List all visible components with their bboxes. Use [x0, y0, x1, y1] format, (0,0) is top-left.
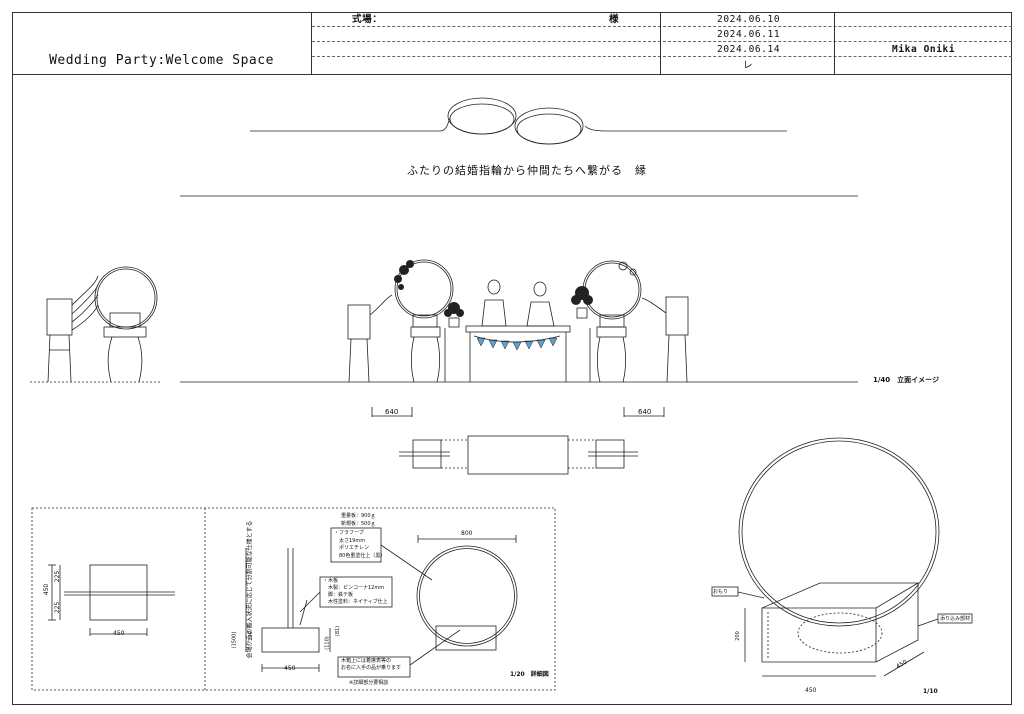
ring-weights: 重量板：900ｇ 新規板：500ｇ [341, 512, 376, 528]
title-row-3 [312, 42, 1012, 57]
base-spec-line: ・木板 [323, 578, 339, 584]
base-spec-line: 木製：ピンコーナ12mm [323, 585, 385, 591]
detail-frame [31, 507, 556, 691]
groom-figure [481, 279, 507, 327]
perspective-label-left: おもり [713, 589, 729, 595]
ring-dimension: 800 [461, 530, 473, 537]
ring-spec-line: ポリエチレン [334, 545, 370, 551]
note-box [337, 656, 411, 678]
perspective-scale-label: 1/10 [923, 688, 938, 695]
ring-spec-line: 80色重塗仕上（黒） [334, 552, 386, 559]
revision-date-3: 2024.06.14 [717, 44, 781, 55]
ring-spec-line: ・フラフープ [334, 530, 364, 536]
revision-date-2: 2024.06.11 [717, 29, 781, 40]
title-row-1 [312, 12, 1012, 27]
perspective-label-right: 添り込み部材 [940, 616, 971, 622]
perspective-ring-stand [738, 437, 940, 677]
welcome-ring-small-elevation [46, 266, 158, 383]
bunting-string [473, 335, 561, 343]
elevation-scale-label: 1/40 立面イメージ [873, 376, 940, 384]
designer-name: Mika Oniki [892, 44, 956, 55]
right-plant-pot [576, 307, 588, 319]
elevation-dimension-left [371, 407, 413, 417]
base-spec-leader [299, 591, 321, 613]
right-potted-plant-icon [571, 286, 593, 305]
wedding-rings-icon [250, 97, 787, 145]
elevation-dimension-right [623, 407, 665, 417]
detail-small-plan [48, 564, 175, 636]
revision-date-1: 2024.06.10 [717, 14, 781, 25]
title-block: Wedding Party:Welcome Space 式場： 様 2024.0… [12, 12, 1012, 75]
project-title: Wedding Party:Welcome Space [12, 12, 312, 75]
detail-dim-height: 450 [43, 583, 51, 596]
detail-note-line: 木箱上には着席表等の [341, 658, 392, 664]
label-box-right [937, 613, 973, 624]
label-box-left [711, 586, 739, 597]
height-dim-total: (1500) [231, 631, 238, 649]
detail-ring-front [416, 535, 518, 651]
bride-figure [526, 281, 555, 327]
perspective-dim-width: 450 [805, 687, 817, 694]
detail-side-elevation [245, 548, 331, 672]
perspective-dim-height: 200 [734, 631, 741, 641]
honorific: 様 [609, 14, 620, 25]
left-plant-pot [448, 317, 460, 328]
base-dimension: 450 [284, 665, 296, 672]
welcome-table-elevation [444, 325, 591, 382]
detail-scale-label: 1/20 詳細図 [510, 671, 549, 678]
left-ring-stand-elevation [347, 259, 454, 383]
base-spec-line: 木性塗料：ネイティブ仕上 [323, 599, 388, 605]
ring-spec-leader [380, 544, 433, 581]
left-flower-decoration [394, 260, 414, 290]
base-spec-line: 脚：鉄テ板 [323, 592, 354, 598]
ring-spec-line: 太さ19mm [334, 537, 366, 544]
title-divider-1 [660, 12, 661, 75]
concept-caption: ふたりの結婚指輪から仲間たちへ繋がる 縁 [407, 164, 647, 177]
drawing-sheet [12, 12, 1012, 705]
ring-spec-text: ・フラフープ 太さ19mm ポリエチレン 80色重塗仕上（黒） [334, 530, 385, 560]
detail-note: 木箱上には着席表等の お名に入手の品が乗ります [341, 658, 401, 672]
bunting-flags [476, 337, 558, 351]
ring-weight-line: 重量板：900ｇ [341, 513, 376, 519]
detail-dim-split-top: 225 [54, 570, 62, 583]
base-height-dimension: 200 [247, 631, 254, 641]
detail-dim-split-bottom: 225 [54, 601, 62, 614]
left-potted-plant-icon [444, 302, 464, 317]
elevation-dim-left: 640 [385, 408, 399, 416]
revision-mark: レ [743, 60, 754, 71]
base-spec-text: ・木板 木製：ピンコーナ12mm 脚：鉄テ板 木性塗料：ネイティブ仕上 [323, 578, 388, 606]
label-leader-left [737, 591, 765, 599]
label-leader-right [917, 618, 939, 627]
ring-weight-line: 新規板：500ｇ [341, 521, 376, 527]
right-ring-stand-elevation [582, 260, 689, 383]
venue-label: 式場： [352, 14, 383, 25]
detail-note-line: お名に入手の品が乗ります [341, 665, 402, 671]
detail-note-footer: ※詳細部分要相談 [349, 680, 389, 686]
title-divider-2 [834, 12, 835, 75]
title-row-2 [312, 27, 1012, 42]
detail-dim-width: 450 [113, 630, 125, 637]
elevation-dim-right: 640 [638, 408, 652, 416]
height-dim-small: (81) [335, 625, 342, 637]
plan-view [399, 435, 638, 475]
height-dim-middle: (110) [324, 636, 331, 650]
note-leader [409, 629, 461, 666]
